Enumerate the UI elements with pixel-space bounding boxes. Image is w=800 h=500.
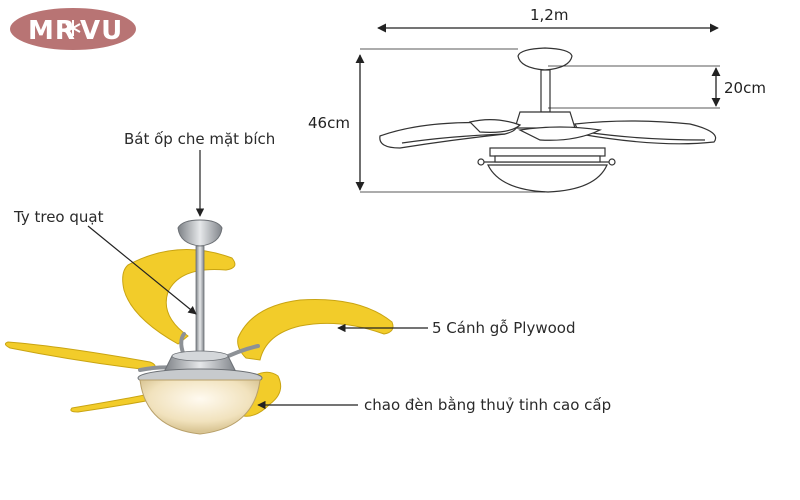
dimension-lines	[355, 23, 721, 193]
blades-label: 5 Cánh gỗ Plywood	[432, 319, 575, 337]
blade-left-upper	[4, 341, 156, 371]
snowflake-icon	[65, 20, 81, 36]
width-dimension-label: 1,2m	[530, 6, 568, 24]
blade-back-curved	[122, 249, 236, 345]
technical-drawing	[379, 47, 717, 193]
fan-illustration	[4, 219, 394, 435]
canopy	[177, 219, 223, 247]
downrod-label: Ty treo quạt	[13, 208, 104, 226]
brand-logo: MR VU	[8, 6, 138, 52]
rod-dimension-label: 20cm	[724, 79, 766, 97]
downrod	[195, 245, 205, 355]
logo-right-text: VU	[80, 16, 123, 46]
canopy-label: Bát ốp che mặt bích	[124, 130, 275, 148]
blade-right	[237, 299, 394, 361]
label-arrows	[87, 150, 428, 410]
light-bowl-label: chao đèn bằng thuỷ tinh cao cấp	[364, 396, 611, 414]
glass-light-bowl	[139, 379, 261, 435]
height-dimension-label: 46cm	[308, 114, 350, 132]
